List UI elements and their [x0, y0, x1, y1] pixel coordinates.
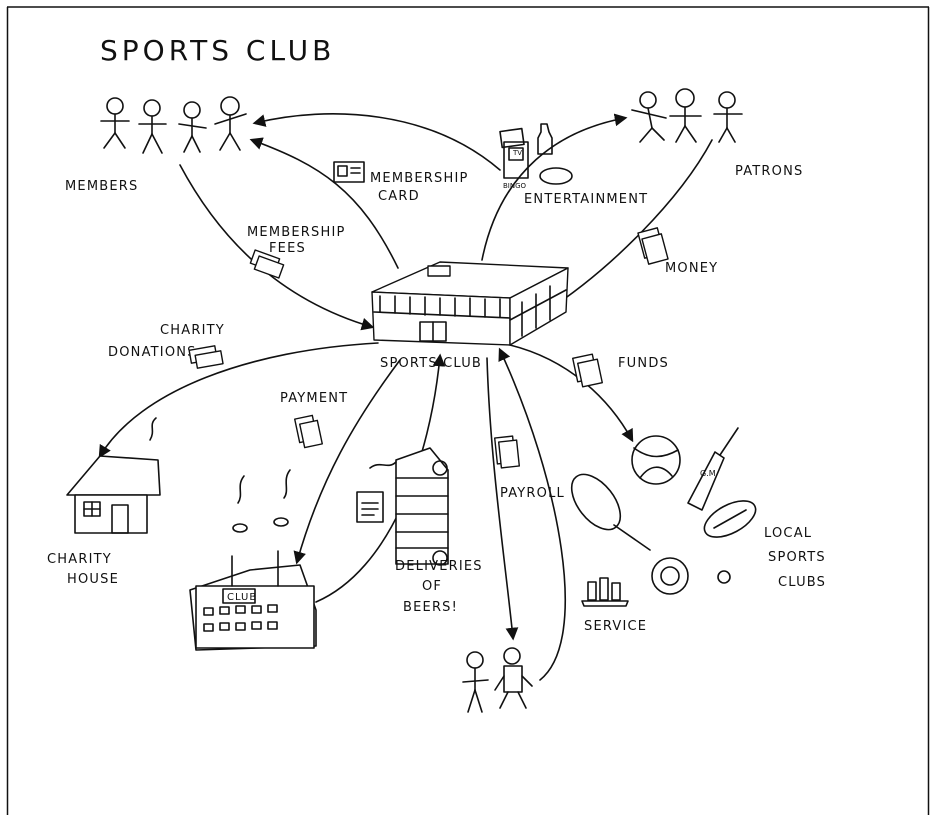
- local-sports-clubs-label-line2: SPORTS: [768, 550, 826, 565]
- money-notes-icon: [637, 227, 669, 265]
- service-label: SERVICE: [584, 619, 647, 634]
- membership-card-label-line2: CARD: [378, 189, 420, 204]
- page-border: [6, 6, 930, 815]
- membership-card-label-line1: MEMBERSHIP: [370, 171, 469, 186]
- members-figures-icon: [100, 96, 247, 154]
- payroll-label: PAYROLL: [500, 486, 565, 501]
- payment-label: PAYMENT: [280, 391, 348, 406]
- arrow-money-to-club: [542, 139, 713, 314]
- bingo-sign-label: BINGO: [503, 182, 527, 190]
- membership-fees-label-line1: MEMBERSHIP: [247, 225, 346, 240]
- basketball-icon: [631, 435, 681, 485]
- charity-house-label-line1: CHARITY: [47, 552, 112, 567]
- tv-sign-label: TV: [512, 149, 522, 157]
- funds-label: FUNDS: [618, 356, 669, 371]
- membership-fees-label-line2: FEES: [269, 241, 306, 256]
- arrow-card-to-members: [249, 137, 399, 269]
- members-label: MEMBERS: [65, 179, 138, 194]
- entertainment-icons: [499, 123, 573, 185]
- money-notes-icon: [249, 249, 285, 279]
- local-sports-clubs-label-line1: LOCAL: [764, 526, 812, 541]
- arrow-donations-to-charity: [98, 342, 379, 459]
- patrons-label: PATRONS: [735, 164, 803, 179]
- tennis-ball-icon: [651, 557, 689, 595]
- tennis-racket-icon: [570, 473, 651, 551]
- money-notes-icon: [493, 435, 521, 469]
- deliveries-label-line3: BEERS!: [403, 600, 458, 615]
- delivery-note-icon: [356, 491, 384, 523]
- deliveries-label-line1: DELIVERIES: [395, 559, 483, 574]
- charity-donations-label-line1: CHARITY: [160, 323, 225, 338]
- brewery-factory-icon: [189, 469, 317, 651]
- beer-crates-icon: [369, 447, 449, 566]
- money-label: MONEY: [665, 261, 718, 276]
- diagram-title: SPORTS CLUB: [100, 34, 335, 67]
- arrow-service-to-club: [498, 347, 567, 681]
- sports-club-building-icon: [371, 261, 569, 346]
- cricket-bat-mark: G.M: [700, 469, 716, 478]
- membership-card-icon: [333, 161, 365, 183]
- money-notes-icon: [188, 345, 224, 369]
- local-sports-clubs-label-line3: CLUBS: [778, 575, 826, 590]
- charity-house-icon: [66, 417, 161, 534]
- golf-ball-icon: [717, 570, 731, 584]
- staff-figures-icon: [462, 647, 533, 713]
- arrow-funds-to-local-clubs: [509, 344, 634, 443]
- sports-club-label: SPORTS CLUB: [380, 356, 482, 371]
- deliveries-label-line2: OF: [422, 579, 442, 594]
- cricket-bat-icon: [687, 427, 739, 511]
- rugby-ball-icon: [703, 500, 757, 538]
- entertainment-label: ENTERTAINMENT: [524, 192, 648, 207]
- money-notes-icon: [572, 353, 603, 388]
- charity-donations-label-line2: DONATIONS: [108, 345, 197, 360]
- arrow-payment-to-brewery: [293, 359, 401, 565]
- service-tray-icon: [581, 577, 629, 607]
- money-notes-icon: [294, 414, 323, 449]
- arrow-club-to-members-top: [252, 113, 501, 171]
- patrons-figures-icon: [631, 88, 743, 143]
- arrow-entertainment-to-patrons: [481, 113, 628, 261]
- brewery-sign-label: CLUB: [227, 592, 257, 603]
- arrow-payroll-to-staff: [486, 357, 519, 641]
- charity-house-label-line2: HOUSE: [67, 572, 119, 587]
